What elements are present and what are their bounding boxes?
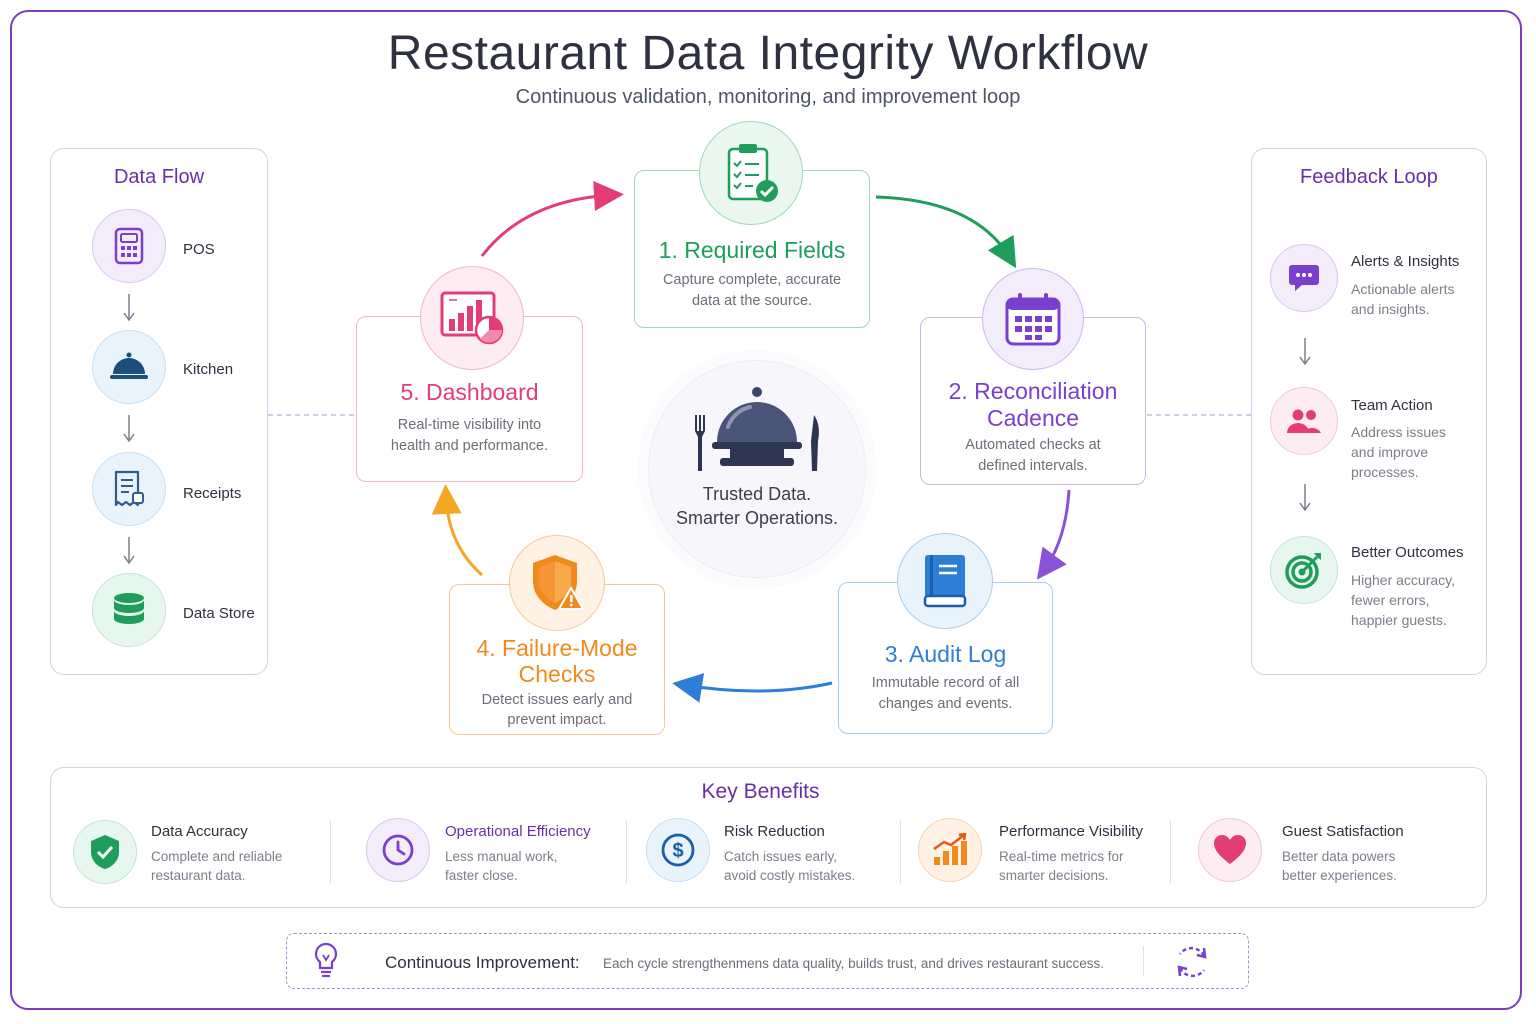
feedback-arrow-2 xyxy=(1299,484,1311,512)
heart-icon xyxy=(1198,818,1262,882)
feedback-arrow-1 xyxy=(1299,338,1311,366)
benefit-divider xyxy=(330,820,331,884)
benefit-operational-efficiency-desc-1: Less manual work, xyxy=(445,849,558,864)
benefit-performance-visibility-desc-2: smarter decisions. xyxy=(999,868,1109,883)
feedback-item-outcomes-title: Better Outcomes xyxy=(1351,544,1464,561)
footer-divider xyxy=(1143,946,1144,976)
arrow-dashboard-to-required xyxy=(480,181,624,257)
feedback-item-team-desc-1: Address issues xyxy=(1351,424,1446,440)
cloche-with-cutlery-icon xyxy=(695,387,819,471)
page-title: Restaurant Data Integrity Workflow xyxy=(387,27,1149,80)
step-4-desc-1: Detect issues early and xyxy=(481,692,633,708)
benefit-divider xyxy=(1170,820,1171,884)
step-2-title-2: Cadence xyxy=(986,405,1080,431)
dashboard-chart-icon xyxy=(420,266,524,370)
pos-terminal-icon xyxy=(92,209,166,283)
step-1-title: 1. Required Fields xyxy=(658,237,846,263)
benefit-guest-satisfaction-title: Guest Satisfaction xyxy=(1282,823,1404,840)
step-3-desc-2: changes and events. xyxy=(878,696,1013,712)
feedback-item-outcomes-desc-3: happier guests. xyxy=(1351,612,1447,628)
feedback-item-outcomes-desc-1: Higher accuracy, xyxy=(1351,572,1456,588)
benefit-divider xyxy=(626,820,627,884)
step-required-fields: 1. Required Fields Capture complete, acc… xyxy=(634,170,870,328)
benefit-data-accuracy-title: Data Accuracy xyxy=(151,823,248,840)
step-4-title-1: 4. Failure-Mode xyxy=(476,635,638,661)
benefit-guest-satisfaction-desc-2: better experiences. xyxy=(1282,868,1397,883)
center-text-line-1: Trusted Data. xyxy=(702,484,812,504)
benefit-operational-efficiency-desc-2: faster close. xyxy=(445,868,518,883)
lightbulb-icon xyxy=(314,942,338,978)
step-4-title-2: Checks xyxy=(518,661,596,687)
outer-frame xyxy=(10,10,1522,1010)
step-2-title-1: 2. Reconciliation xyxy=(948,378,1118,404)
step-2-desc-1: Automated checks at xyxy=(965,437,1101,453)
clipboard-check-icon xyxy=(699,121,803,225)
step-2-desc-2: defined intervals. xyxy=(978,458,1088,474)
benefit-risk-reduction-title: Risk Reduction xyxy=(724,823,825,840)
benefit-guest-satisfaction-desc-1: Better data powers xyxy=(1282,849,1396,864)
chat-bubble-icon xyxy=(1270,244,1338,312)
arrow-reconciliation-to-audit xyxy=(1036,489,1071,580)
clock-icon xyxy=(366,818,430,882)
continuous-improvement-banner xyxy=(286,933,1249,989)
step-4-desc-2: prevent impact. xyxy=(507,712,607,728)
benefit-operational-efficiency-title: Operational Efficiency xyxy=(445,823,591,840)
flow-arrow-1 xyxy=(123,294,135,322)
step-5-desc-2: health and performance. xyxy=(390,438,549,454)
calendar-icon xyxy=(982,268,1084,370)
flow-item-data-store: Data Store xyxy=(183,605,255,622)
feedback-loop-title: Feedback Loop xyxy=(1300,166,1438,188)
receipt-icon xyxy=(92,452,166,526)
benefit-data-accuracy-desc-2: restaurant data. xyxy=(151,868,246,883)
benefit-risk-reduction-desc-2: avoid costly mistakes. xyxy=(724,868,856,883)
feedback-item-alerts-desc-2: and insights. xyxy=(1351,301,1430,317)
data-flow-title: Data Flow xyxy=(113,166,205,188)
arrow-failure-to-dashboard xyxy=(431,484,483,577)
step-5-desc-1: Real-time visibility into xyxy=(397,417,542,433)
shield-warning-icon xyxy=(509,535,605,631)
refresh-cycle-icon xyxy=(1177,946,1207,978)
benefit-divider xyxy=(900,820,901,884)
shield-check-icon xyxy=(73,820,137,884)
feedback-item-team-title: Team Action xyxy=(1351,397,1433,414)
step-1-desc-1: Capture complete, accurate xyxy=(662,272,842,288)
flow-item-receipts: Receipts xyxy=(183,485,242,502)
feedback-item-team-desc-2: and improve xyxy=(1351,444,1429,460)
cloche-icon xyxy=(92,330,166,404)
book-icon xyxy=(897,533,993,629)
flow-item-pos: POS xyxy=(183,241,215,258)
benefit-risk-reduction-desc-1: Catch issues early, xyxy=(724,849,838,864)
target-icon xyxy=(1270,536,1338,604)
dollar-icon: $ xyxy=(646,818,710,882)
footer-text: Each cycle strengthenmens data quality, … xyxy=(603,956,1105,971)
arrow-required-to-reconciliation xyxy=(875,195,1017,269)
flow-arrow-2 xyxy=(123,415,135,443)
step-1-desc-2: data at the source. xyxy=(691,293,813,309)
bar-chart-icon xyxy=(918,818,982,882)
center-text-line-2: Smarter Operations. xyxy=(675,508,839,528)
benefit-performance-visibility-desc-1: Real-time metrics for xyxy=(999,849,1124,864)
benefit-data-accuracy-desc-1: Complete and reliable xyxy=(151,849,283,864)
benefit-performance-visibility-title: Performance Visibility xyxy=(999,823,1143,840)
database-icon xyxy=(92,573,166,647)
flow-item-kitchen: Kitchen xyxy=(183,361,234,378)
feedback-item-team-desc-3: processes. xyxy=(1351,464,1419,480)
step-5-title: 5. Dashboard xyxy=(400,379,539,405)
footer-label: Continuous Improvement: xyxy=(385,953,580,972)
key-benefits-title: Key Benefits xyxy=(701,780,820,803)
flow-arrow-3 xyxy=(123,537,135,565)
step-3-desc-1: Immutable record of all xyxy=(871,675,1020,691)
feedback-item-outcomes-desc-2: fewer errors, xyxy=(1351,592,1430,608)
svg-text:$: $ xyxy=(672,840,683,862)
feedback-item-alerts-title: Alerts & Insights xyxy=(1351,253,1460,270)
step-3-title: 3. Audit Log xyxy=(884,641,1007,667)
team-icon xyxy=(1270,387,1338,455)
page-subtitle: Continuous validation, monitoring, and i… xyxy=(515,86,1021,108)
arrow-audit-to-failure xyxy=(672,673,833,703)
feedback-item-alerts-desc-1: Actionable alerts xyxy=(1351,281,1455,297)
